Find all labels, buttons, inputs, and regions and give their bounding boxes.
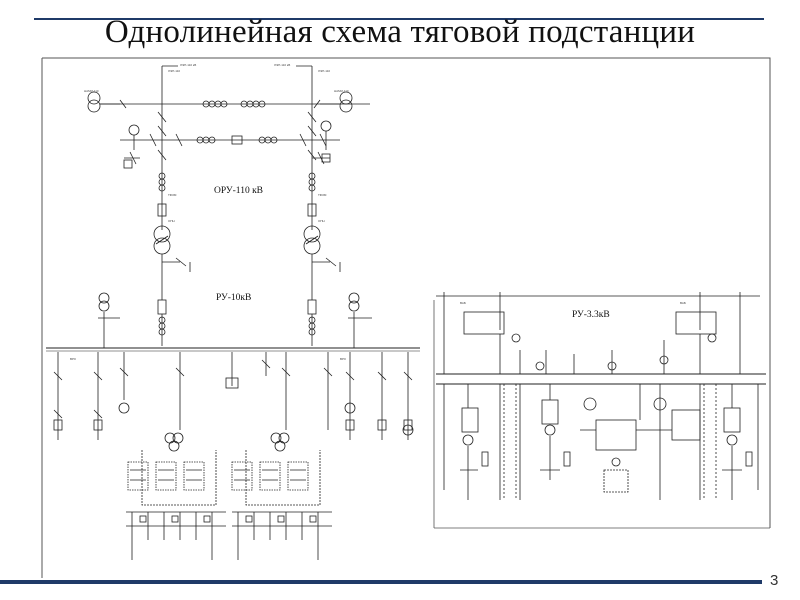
label-ru-10: РУ-10кВ xyxy=(216,293,251,303)
svg-text:ЛЭП-110: ЛЭП-110 xyxy=(318,69,330,73)
svg-text:ЛЭП-110: ЛЭП-110 xyxy=(168,69,180,73)
rectifier-left xyxy=(126,432,226,560)
label-feeder-left: ЛЭП-110 кВ xyxy=(180,63,196,67)
slide-title: Однолинейная схема тяговой подстанции xyxy=(104,14,696,50)
oru-110-section xyxy=(87,65,370,169)
svg-text:НАМИ-110: НАМИ-110 xyxy=(334,89,349,93)
page-number: 3 xyxy=(770,572,779,589)
svg-text:ОПН: ОПН xyxy=(168,219,175,223)
svg-text:ТФЗМ: ТФЗМ xyxy=(168,193,177,197)
svg-text:ВРЗ: ВРЗ xyxy=(70,357,76,361)
svg-text:ВАБ: ВАБ xyxy=(460,301,466,305)
svg-text:ВАБ: ВАБ xyxy=(680,301,686,305)
ru10-section xyxy=(46,292,420,440)
svg-text:ОПН: ОПН xyxy=(318,219,325,223)
ru33-section xyxy=(433,292,770,529)
svg-text:ВРЗ: ВРЗ xyxy=(340,357,346,361)
svg-text:ТФЗМ: ТФЗМ xyxy=(318,193,327,197)
bottom-rule xyxy=(0,580,762,584)
label-feeder-right: ЛЭП-110 кВ xyxy=(274,63,290,67)
left-feeder-column xyxy=(153,92,191,346)
svg-text:НАМИ-110: НАМИ-110 xyxy=(84,89,99,93)
label-oru-110: ОРУ-110 кВ xyxy=(214,186,263,196)
drawing-frame-top-right xyxy=(42,57,771,528)
label-ru-3-3: РУ-3.3кВ xyxy=(572,310,610,320)
right-feeder-column xyxy=(303,92,341,346)
component-annotations: ЛЭП-110 ЛЭП-110 НАМИ-110 НАМИ-110 ТФЗМ ТФЗМ… xyxy=(70,69,686,361)
rectifier-right xyxy=(231,432,332,560)
title-rule xyxy=(34,18,764,20)
